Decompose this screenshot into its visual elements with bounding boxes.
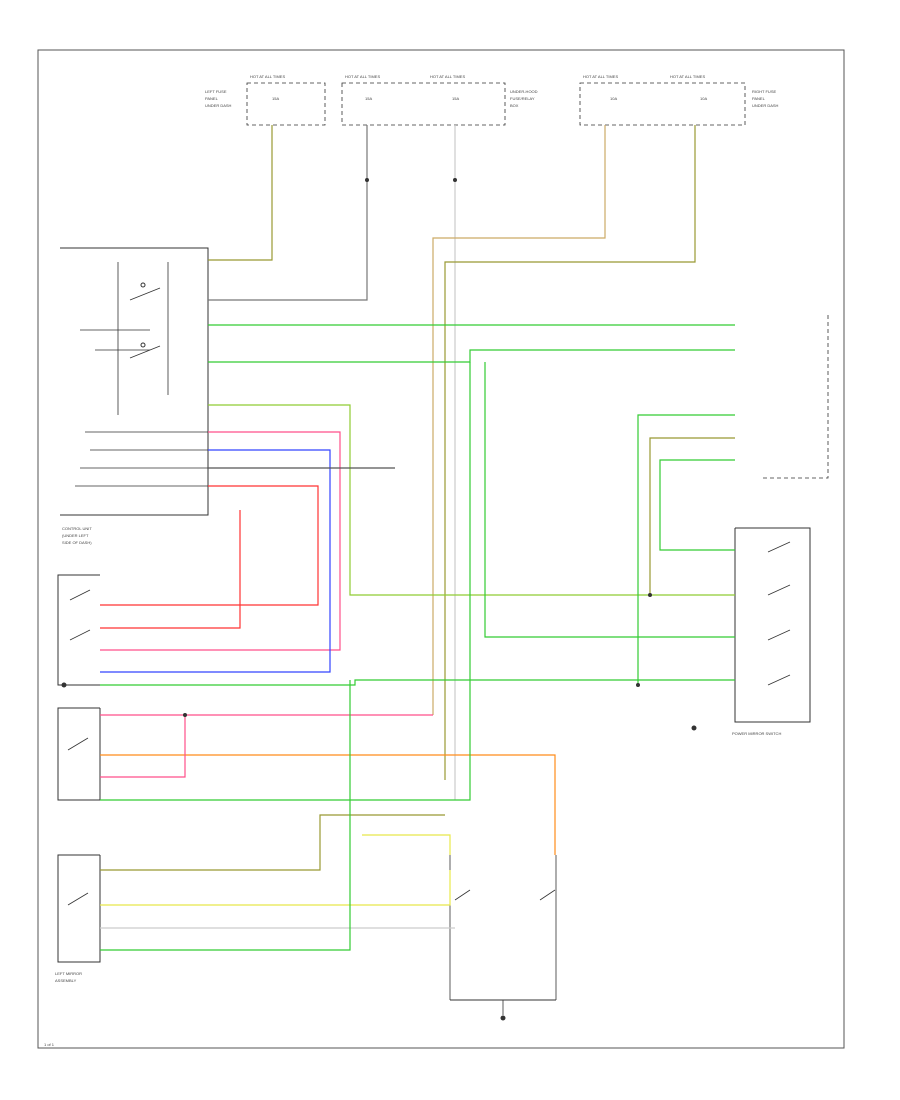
- mirror-switch-upper: [57, 574, 100, 688]
- wire-olive-down: [208, 404, 735, 596]
- svg-text:UNDER-HOOD: UNDER-HOOD: [510, 89, 538, 94]
- wire-pink: [100, 431, 341, 651]
- svg-text:15A: 15A: [365, 96, 372, 101]
- svg-text:15A: 15A: [272, 96, 279, 101]
- right-mirror-switch: POWER MIRROR SWITCH: [732, 527, 811, 736]
- wire-brown-yellow-feed: [208, 125, 273, 261]
- wire-tan-feed: [432, 125, 606, 715]
- svg-text:HOT AT ALL TIMES: HOT AT ALL TIMES: [583, 74, 618, 79]
- svg-text:POWER MIRROR SWITCH: POWER MIRROR SWITCH: [732, 731, 781, 736]
- wire-green-lower: [208, 349, 735, 363]
- svg-text:HOT AT ALL TIMES: HOT AT ALL TIMES: [670, 74, 705, 79]
- wire-red-a: [100, 485, 319, 606]
- svg-text:BOX: BOX: [510, 103, 519, 108]
- fuse-box-left: HOT AT ALL TIMES 15A LEFT FUSE PANEL UND…: [205, 74, 326, 126]
- wire-green-bottom: [100, 680, 351, 951]
- svg-text:HOT AT ALL TIMES: HOT AT ALL TIMES: [250, 74, 285, 79]
- mirror-switch-middle: [57, 707, 101, 801]
- splice-dot: [183, 713, 187, 717]
- wire-pink-lower-b: [100, 715, 186, 778]
- svg-text:CONTROL UNIT: CONTROL UNIT: [62, 526, 92, 531]
- svg-text:LEFT MIRROR: LEFT MIRROR: [55, 971, 82, 976]
- svg-text:UNDER DASH: UNDER DASH: [752, 103, 779, 108]
- svg-text:HOT AT ALL TIMES: HOT AT ALL TIMES: [430, 74, 465, 79]
- svg-text:PANEL: PANEL: [205, 96, 219, 101]
- svg-text:HOT AT ALL TIMES: HOT AT ALL TIMES: [345, 74, 380, 79]
- mirror-switch-lower: LEFT MIRROR ASSEMBLY: [55, 854, 101, 983]
- wire-red-b: [100, 510, 241, 629]
- wire-white-feed-a: [208, 125, 368, 301]
- fuse-box-right: HOT AT ALL TIMES HOT AT ALL TIMES 10A 10…: [579, 74, 779, 126]
- wire-green-right-c: [659, 459, 735, 551]
- wire-green-right-a: [637, 414, 735, 685]
- svg-text:SIDE OF DASH): SIDE OF DASH): [62, 540, 92, 545]
- splice-dot: [636, 683, 640, 687]
- wire-olive-right-b: [649, 437, 735, 595]
- svg-text:15A: 15A: [452, 96, 459, 101]
- svg-text:(UNDER LEFT: (UNDER LEFT: [62, 533, 89, 538]
- wire-green-mid: [100, 362, 471, 801]
- wire-green-loop: [484, 362, 735, 638]
- wire-olive-lower: [100, 814, 445, 871]
- svg-text:10A: 10A: [700, 96, 707, 101]
- diagram-frame: [37, 49, 845, 1049]
- splice-dot: [453, 178, 457, 182]
- right-control-box: [760, 315, 829, 479]
- svg-text:LEFT FUSE: LEFT FUSE: [205, 89, 227, 94]
- mirror-motor-assembly: [449, 855, 557, 1021]
- svg-text:RIGHT FUSE: RIGHT FUSE: [752, 89, 776, 94]
- fuse-box-center: HOT AT ALL TIMES HOT AT ALL TIMES 15A 15…: [341, 74, 538, 126]
- svg-text:UNDER DASH: UNDER DASH: [205, 103, 232, 108]
- wire-yellow-lower: [100, 870, 451, 906]
- ground-dot: [691, 725, 697, 731]
- wire-blue: [100, 449, 331, 673]
- page-number: 1 of 1: [44, 1042, 55, 1047]
- control-unit: CONTROL UNIT (UNDER LEFT SIDE OF DASH): [60, 247, 209, 545]
- svg-text:PANEL: PANEL: [752, 96, 766, 101]
- splice-dot: [365, 178, 369, 182]
- splice-dot: [648, 593, 652, 597]
- svg-text:ASSEMBLY: ASSEMBLY: [55, 978, 77, 983]
- wire-olive-feed: [444, 125, 696, 780]
- wire-green-motor: [100, 679, 735, 686]
- svg-text:FUSE/RELAY: FUSE/RELAY: [510, 96, 535, 101]
- wire-orange: [100, 754, 556, 855]
- wire-yellow-motor: [362, 834, 451, 855]
- svg-text:10A: 10A: [610, 96, 617, 101]
